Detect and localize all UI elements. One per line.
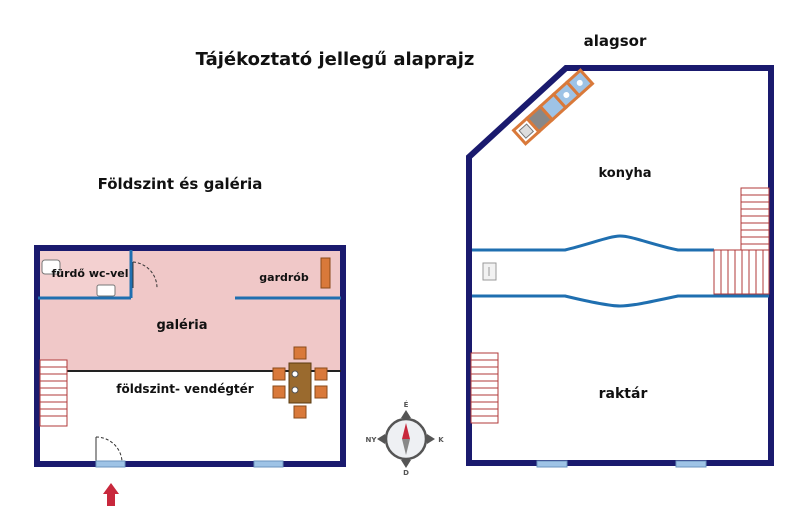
compass-icon: É D K NY: [366, 400, 445, 477]
room-label-gallery: galéria: [157, 318, 208, 333]
page-title: Tájékoztató jellegű alaprajz: [196, 49, 475, 70]
dining-table-icon: [272, 346, 328, 419]
corridor-wall-bottom: [472, 294, 769, 308]
compass-east: K: [438, 436, 444, 444]
basement-outer-wall: [466, 65, 774, 466]
basement-heading: alagsor: [584, 32, 647, 50]
ground-window-2: [253, 460, 284, 468]
basement-stairs-lower: [470, 352, 499, 424]
ground-stairs: [39, 359, 68, 427]
bathtub-icon: [41, 259, 61, 275]
compass-south: D: [403, 469, 409, 477]
room-label-guest-area: földszint- vendégtér: [116, 382, 254, 396]
sink-icon: [96, 284, 116, 297]
ground-outer-wall: [34, 245, 346, 467]
room-label-wardrobe: gardrób: [259, 271, 309, 284]
entrance-door-swing: [95, 436, 123, 462]
wardrobe-cabinet-icon: [320, 257, 331, 289]
ground-window-1: [95, 460, 126, 468]
entrance-arrow-icon: [103, 483, 119, 506]
ground-floor-plan: fürdő wc-vel gardrób galéria földszint- …: [34, 245, 346, 468]
basement-window-1: [536, 460, 568, 468]
basement-stairs-upper: [740, 187, 770, 251]
basement-window-2: [675, 460, 707, 468]
compass-north: É: [404, 400, 409, 409]
ground-floor-heading: Földszint és galéria: [98, 175, 263, 193]
room-label-kitchen: konyha: [599, 166, 652, 181]
compass-west: NY: [366, 436, 378, 444]
corridor-wall-top: [472, 234, 714, 252]
basement-stairs-landing: [713, 249, 770, 295]
kitchen-counter-icon: [511, 68, 595, 146]
room-label-storage: raktár: [599, 386, 648, 402]
room-label-bathroom: fürdő wc-vel: [52, 267, 129, 280]
basement-plan: konyha raktár: [466, 65, 774, 468]
